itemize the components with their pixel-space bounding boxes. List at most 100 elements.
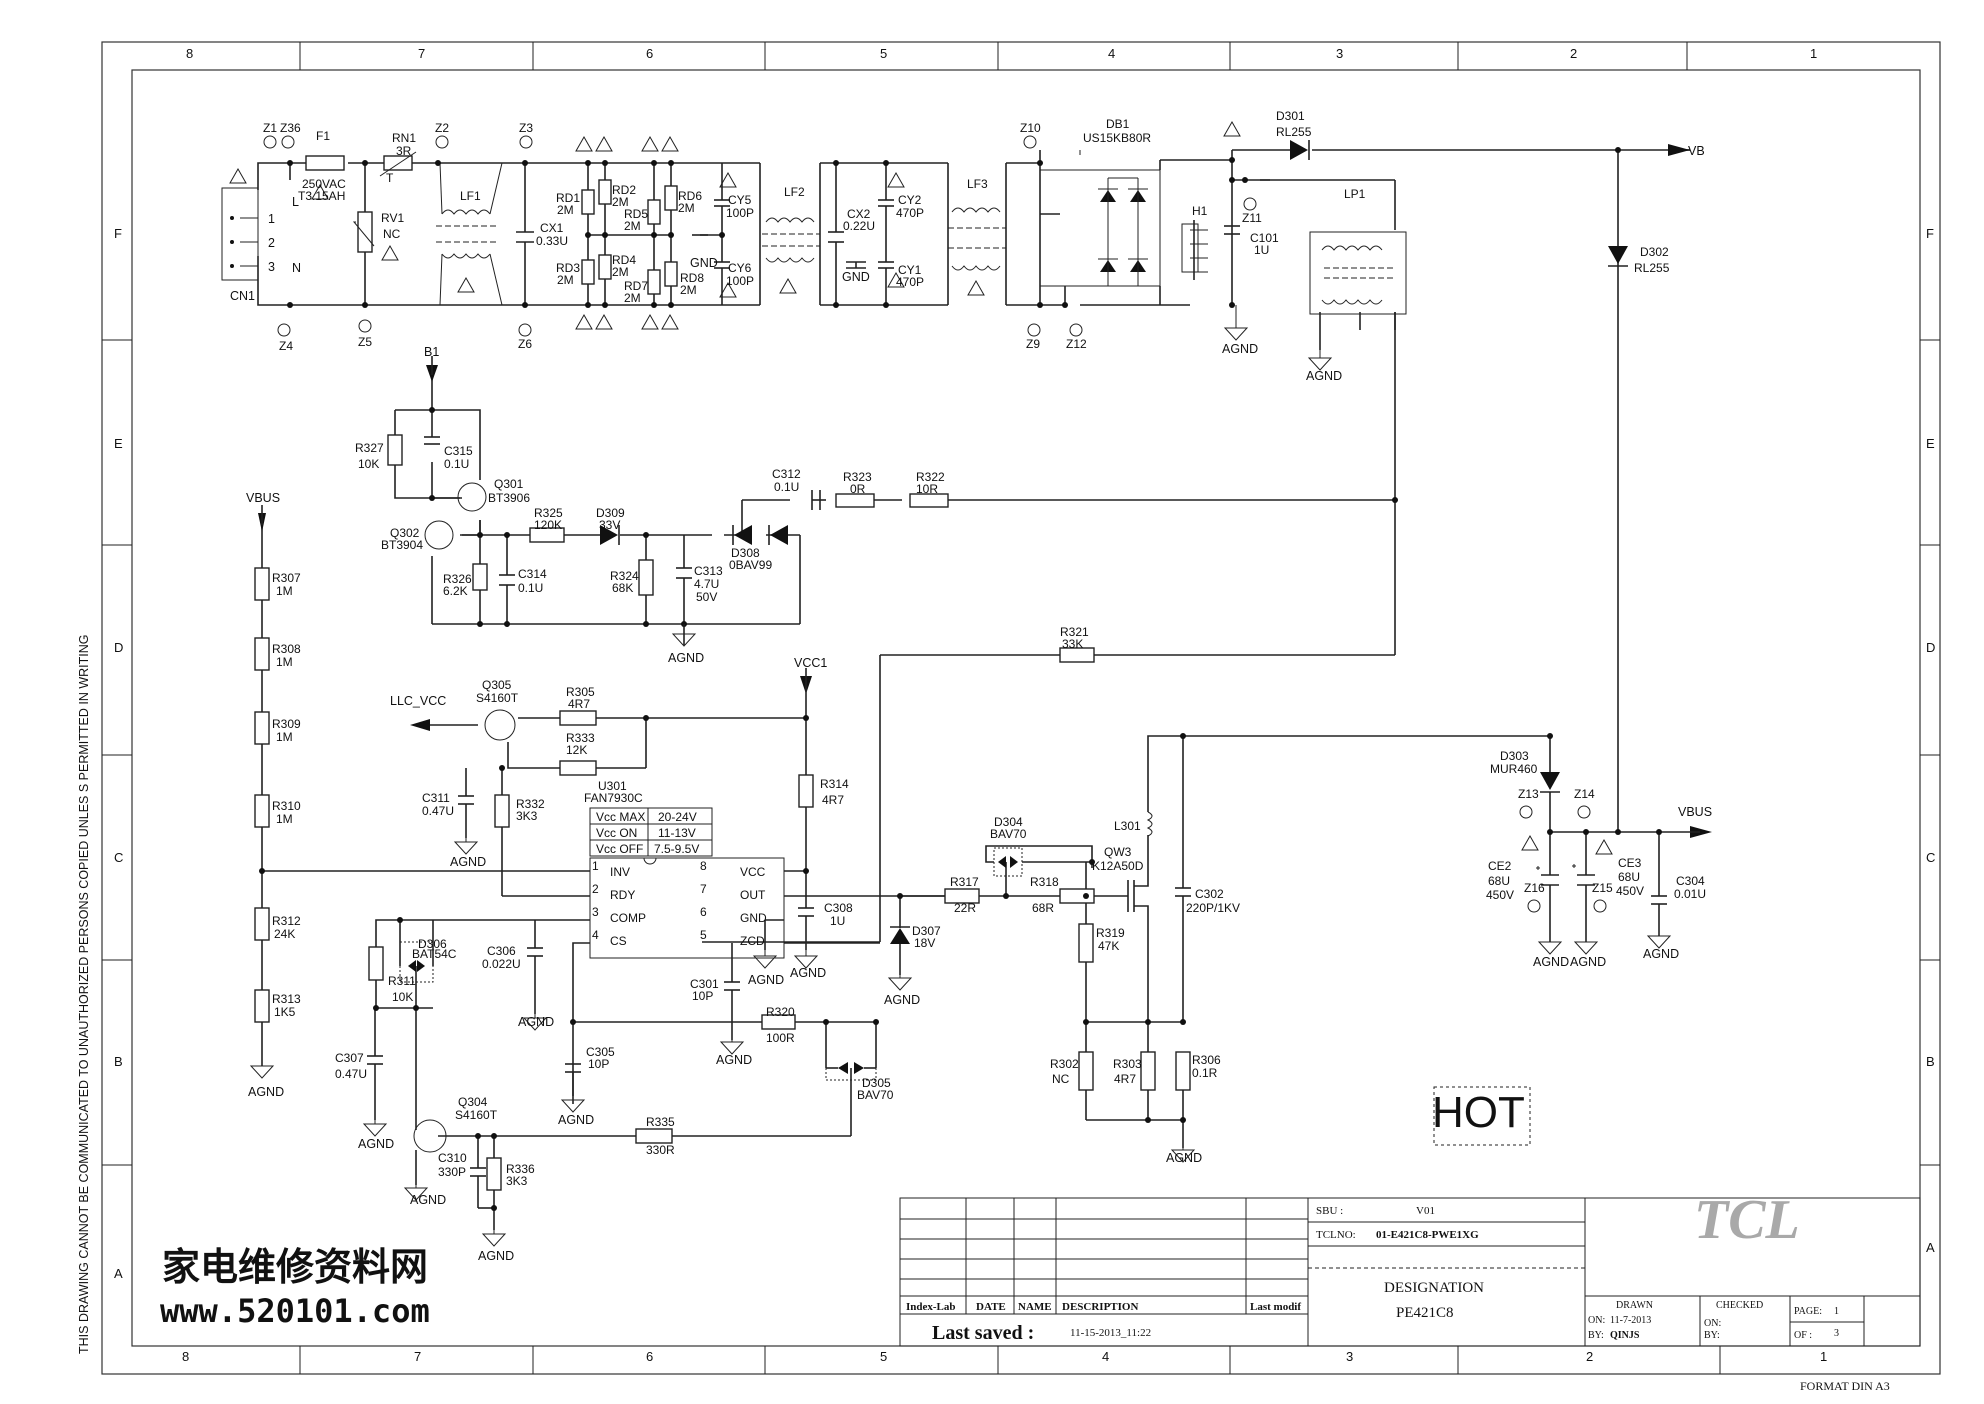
component-label: Z13 (1518, 787, 1539, 801)
component-label: 450V (1486, 888, 1514, 902)
ic-pin-num: 4 (592, 928, 599, 942)
col-label: 2 (1570, 46, 1577, 61)
ic-pin-num: 5 (700, 928, 707, 942)
gnd-label: AGND (748, 973, 784, 987)
row-label: D (114, 640, 123, 655)
gnd-label: AGND (450, 855, 486, 869)
component-label: 0.47U (422, 804, 454, 818)
component-label: Q302 (390, 526, 420, 540)
component-label: 0.22U (843, 219, 875, 233)
component-label: 0.1R (1192, 1066, 1218, 1080)
component-label: 0.01U (1674, 887, 1706, 901)
ic-pin-num: 8 (700, 859, 707, 873)
component-label: RD5 (624, 207, 648, 221)
component-label: 4.7U (694, 577, 719, 591)
net-cn1: CN1 (230, 289, 255, 303)
component-label: QW3 (1104, 845, 1132, 859)
col-label: 1 (1810, 46, 1817, 61)
col-label: 2 (1586, 1349, 1593, 1364)
ic-pin-name: ZCD (740, 934, 765, 948)
ic-pin-num: 1 (592, 859, 599, 873)
pin-3: 3 (268, 260, 275, 274)
gnd-label: GND (842, 270, 870, 284)
component-label: 68U (1488, 874, 1510, 888)
resistor-r321 (1059, 647, 1095, 663)
component-label: CY2 (898, 193, 922, 207)
component-label: RD6 (678, 189, 702, 203)
component-label: 100P (726, 274, 754, 288)
row-label: C (1926, 850, 1935, 865)
component-label: D303 (1500, 749, 1529, 763)
component-label: C302 (1195, 887, 1224, 901)
component-label: CY1 (898, 263, 922, 277)
component-label: Z12 (1066, 337, 1087, 351)
component-label: BT3904 (381, 538, 423, 552)
ic-pin-name: OUT (740, 888, 766, 902)
component-label: 2M (612, 195, 629, 209)
component-label: C311 (422, 791, 450, 805)
title-block: TCL SBU : V01 TCLNO: 01-E421C8-PWE1XG DE… (899, 1189, 1921, 1347)
component-label: R309 (272, 717, 301, 731)
component-label: 0.1U (444, 457, 469, 471)
component-label: R320 (766, 1005, 795, 1019)
component-label: R335 (646, 1115, 675, 1129)
component-label: 120K (534, 518, 562, 532)
component-label: R317 (950, 875, 979, 889)
component-label: RV1 (381, 211, 404, 225)
component-label: 47K (1098, 939, 1119, 953)
component-label: 2M (612, 265, 629, 279)
component-label: D305 (862, 1076, 891, 1090)
row-label: A (1926, 1240, 1935, 1255)
row-label: E (114, 436, 123, 451)
name-header: NAME (1018, 1301, 1052, 1313)
component-label: 1U (830, 914, 845, 928)
gnd-label: AGND (358, 1137, 394, 1151)
component-label: C306 (487, 944, 516, 958)
checked-on-label: ON: (1704, 1318, 1721, 1329)
component-label: RD7 (624, 279, 648, 293)
component-label: 10K (358, 457, 379, 471)
component-label: 0.1U (518, 581, 543, 595)
component-label: R303 (1113, 1057, 1142, 1071)
ic-spec-value: 11-13V (658, 826, 696, 840)
component-label: CE3 (1618, 856, 1642, 870)
component-label: R336 (506, 1162, 535, 1176)
zener-d307 (890, 928, 910, 944)
resistor-rd3 (581, 259, 595, 285)
of-value: 3 (1834, 1328, 1839, 1339)
resistor-r312 (254, 907, 270, 941)
transformer-lp1 (1309, 231, 1407, 315)
pin-1: 1 (268, 212, 275, 226)
net-n: N (292, 261, 301, 275)
col-label: 8 (186, 46, 193, 61)
resistor-rd4 (598, 254, 612, 280)
component-label: R307 (272, 571, 301, 585)
component-label: D308 (731, 546, 760, 560)
component-label: 220P/1KV (1186, 901, 1240, 915)
component-label: LP1 (1344, 187, 1366, 201)
component-label: Z16 (1524, 881, 1545, 895)
port-vb-arrow (1668, 144, 1690, 156)
resistor-r323 (835, 493, 875, 508)
transistor-q305 (484, 709, 516, 741)
index-header: Index-Lab (906, 1301, 956, 1313)
component-label: C305 (586, 1045, 615, 1059)
component-label: LF3 (967, 177, 988, 191)
component-label: R310 (272, 799, 301, 813)
resistor-r335 (635, 1128, 673, 1144)
heatsink-h1 (1181, 220, 1208, 280)
resistor-r305 (559, 710, 597, 726)
diode-d304 (993, 847, 1023, 877)
component-label: 1M (276, 584, 293, 598)
component-label: 2M (624, 291, 641, 305)
warning-icons (229, 120, 1613, 855)
ic-pin-name: INV (610, 865, 630, 879)
choke-lf1 (436, 162, 503, 306)
component-label: 0.33U (536, 234, 568, 248)
ic-pin-name: VCC (740, 865, 766, 879)
ic-spec-key: Vcc ON (596, 826, 637, 840)
resistor-r303 (1140, 1051, 1156, 1091)
component-label: Z14 (1574, 787, 1595, 801)
component-label: 2M (557, 203, 574, 217)
component-label: BAV70 (857, 1088, 894, 1102)
